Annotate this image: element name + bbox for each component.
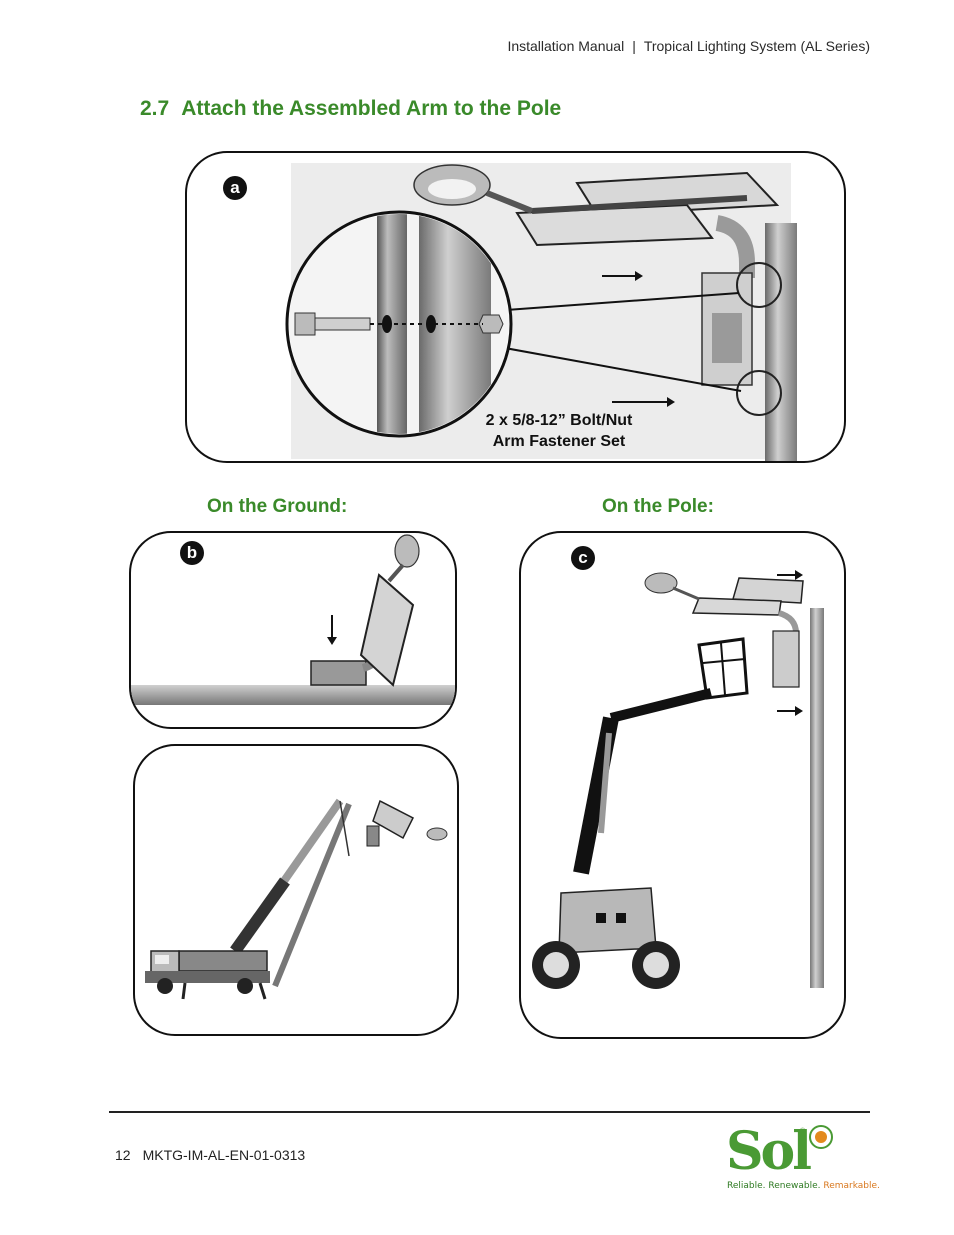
fastener-caption: 2 x 5/8-12” Bolt/Nut Arm Fastener Set bbox=[459, 410, 659, 452]
section-title-text: Attach the Assembled Arm to the Pole bbox=[181, 97, 562, 120]
figure-panel-a: a 2 x 5/8-12” Bolt/Nut Arm Fastener Set bbox=[185, 151, 846, 463]
page-number: 12 bbox=[115, 1147, 131, 1163]
section-number: 2.7 bbox=[140, 97, 170, 120]
logo-tagline-orange: Remarkable. bbox=[823, 1181, 880, 1191]
figure-panel-crane-truck bbox=[133, 744, 459, 1036]
figure-panel-c: c bbox=[519, 531, 846, 1039]
sol-logo: Sol ® Reliable. Renewable. Remarkable. bbox=[726, 1121, 880, 1194]
logo-tagline: Reliable. Renewable. Remarkable. bbox=[727, 1181, 880, 1191]
figure-badge-a: a bbox=[223, 176, 247, 200]
ground-assembly-illustration bbox=[131, 534, 455, 705]
sun-icon bbox=[809, 1125, 833, 1149]
fastener-caption-line1: 2 x 5/8-12” Bolt/Nut bbox=[485, 412, 633, 429]
logo-registered-mark: ® bbox=[800, 1128, 806, 1135]
fastener-caption-line2: Arm Fastener Set bbox=[492, 433, 626, 450]
logo-tagline-green: Reliable. Renewable. bbox=[727, 1181, 824, 1191]
figure-panel-b: b bbox=[129, 531, 457, 729]
logo-wordmark: Sol bbox=[726, 1121, 812, 1182]
figure-badge-b: b bbox=[180, 541, 204, 565]
arm-attachment-illustration bbox=[285, 163, 797, 461]
header-separator: | bbox=[632, 38, 636, 54]
running-header: Installation Manual | Tropical Lighting Sy… bbox=[507, 38, 870, 54]
boom-lift-illustration bbox=[532, 570, 824, 989]
document-code: MKTG-IM-AL-EN-01-0313 bbox=[142, 1147, 306, 1163]
header-product: Tropical Lighting System (AL Series) bbox=[643, 38, 870, 54]
footer-divider bbox=[109, 1111, 870, 1113]
crane-truck-illustration bbox=[145, 798, 448, 1000]
on-ground-heading: On the Ground: bbox=[207, 496, 348, 517]
on-pole-heading: On the Pole: bbox=[602, 496, 714, 517]
header-doc-type: Installation Manual bbox=[507, 38, 625, 54]
footer-text: 12 MKTG-IM-AL-EN-01-0313 bbox=[115, 1147, 305, 1163]
section-title: 2.7 Attach the Assembled Arm to the Pole bbox=[140, 97, 561, 121]
figure-badge-c: c bbox=[571, 546, 595, 570]
